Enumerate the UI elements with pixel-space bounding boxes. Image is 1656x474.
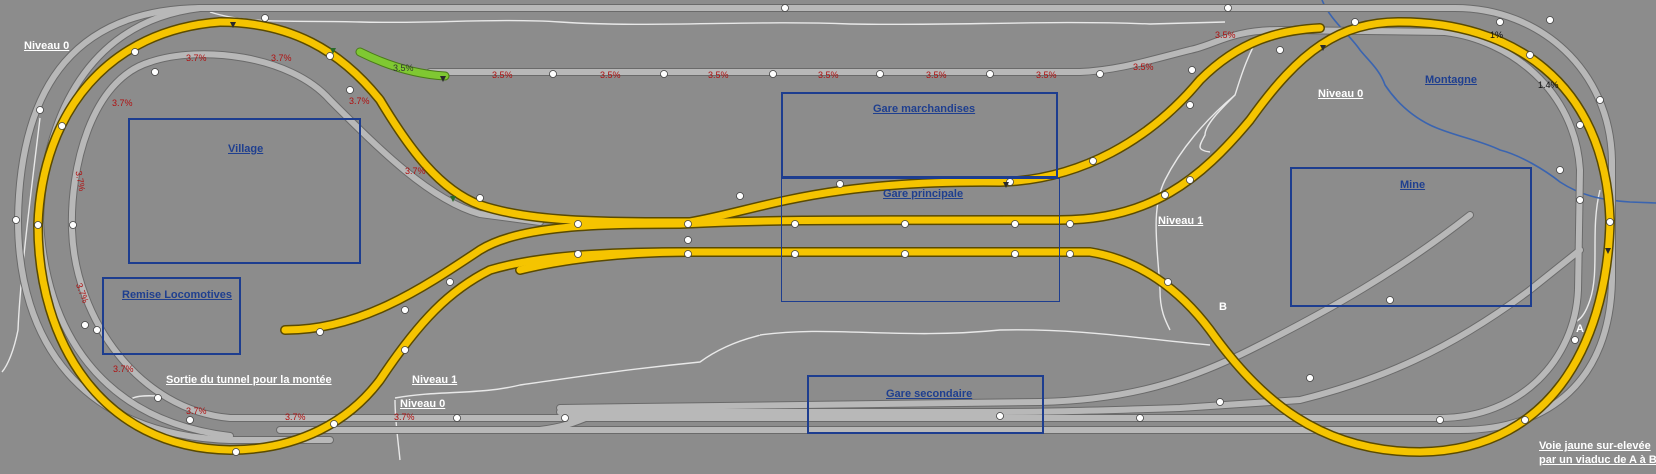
grade-label: 3.7% [186, 53, 207, 63]
grade-label: 3.5% [1133, 62, 1154, 72]
zone-gare-marchandises [781, 92, 1058, 178]
zone-mine [1290, 167, 1532, 307]
grade-label: 3.5% [600, 70, 621, 80]
zone-gare-principale [781, 178, 1060, 302]
river [1321, 0, 1656, 204]
grade-label: 3.5% [1215, 30, 1236, 40]
zone-label-mine: Mine [1400, 179, 1426, 191]
grade-label: 1.4% [1538, 80, 1559, 90]
label-point-b: B [1219, 301, 1227, 313]
grade-label: 3.5% [492, 70, 513, 80]
label-sortie-tunnel: Sortie du tunnel pour la montée [166, 374, 332, 386]
grade-label: 3.5% [1036, 70, 1057, 80]
label-niveau1-bottom: Niveau 1 [412, 374, 458, 386]
label-niveau1-right: Niveau 1 [1158, 215, 1204, 227]
grade-label: 3.7% [349, 96, 370, 106]
zone-label-gare-secondaire: Gare secondaire [886, 388, 973, 400]
zone-label-montagne: Montagne [1425, 74, 1477, 86]
label-niveau0-topleft: Niveau 0 [24, 40, 70, 52]
grade-label: 3.5% [708, 70, 729, 80]
label-voie-jaune-1: Voie jaune sur-elevée [1539, 440, 1651, 452]
grade-label: 3.7% [405, 166, 426, 176]
zone-gare-secondaire [807, 375, 1044, 434]
grade-label: 3.7% [394, 412, 415, 422]
zone-village [128, 118, 361, 264]
zone-remise [102, 277, 241, 355]
grade-label: 3.5% [393, 63, 414, 73]
grade-label: 3.7% [285, 412, 306, 422]
zone-label-gare-marchandises: Gare marchandises [873, 103, 976, 115]
signal-markers [230, 22, 1611, 254]
label-voie-jaune-2: par un viaduc de A à B [1539, 454, 1656, 466]
zone-label-remise: Remise Locomotives [122, 289, 233, 301]
grade-label: 3.7% [112, 98, 133, 108]
label-point-a: A [1576, 323, 1584, 335]
grade-label: 3.7% [113, 364, 134, 374]
grade-label: 3.5% [818, 70, 839, 80]
grade-label: 3.7% [186, 406, 207, 416]
grade-label: 1% [1490, 30, 1504, 40]
green-track [356, 48, 449, 80]
label-niveau0-right: Niveau 0 [1318, 88, 1364, 100]
terrain-sketch-lines [1, 11, 1601, 461]
zone-label-gare-principale: Gare principale [883, 188, 964, 200]
zone-label-village: Village [228, 143, 264, 155]
grade-label: 3.7% [271, 53, 292, 63]
signal-markers-green [330, 48, 456, 202]
grade-label: 3.5% [926, 70, 947, 80]
label-niveau0-bottom: Niveau 0 [400, 398, 446, 410]
track-joints [12, 4, 1614, 456]
